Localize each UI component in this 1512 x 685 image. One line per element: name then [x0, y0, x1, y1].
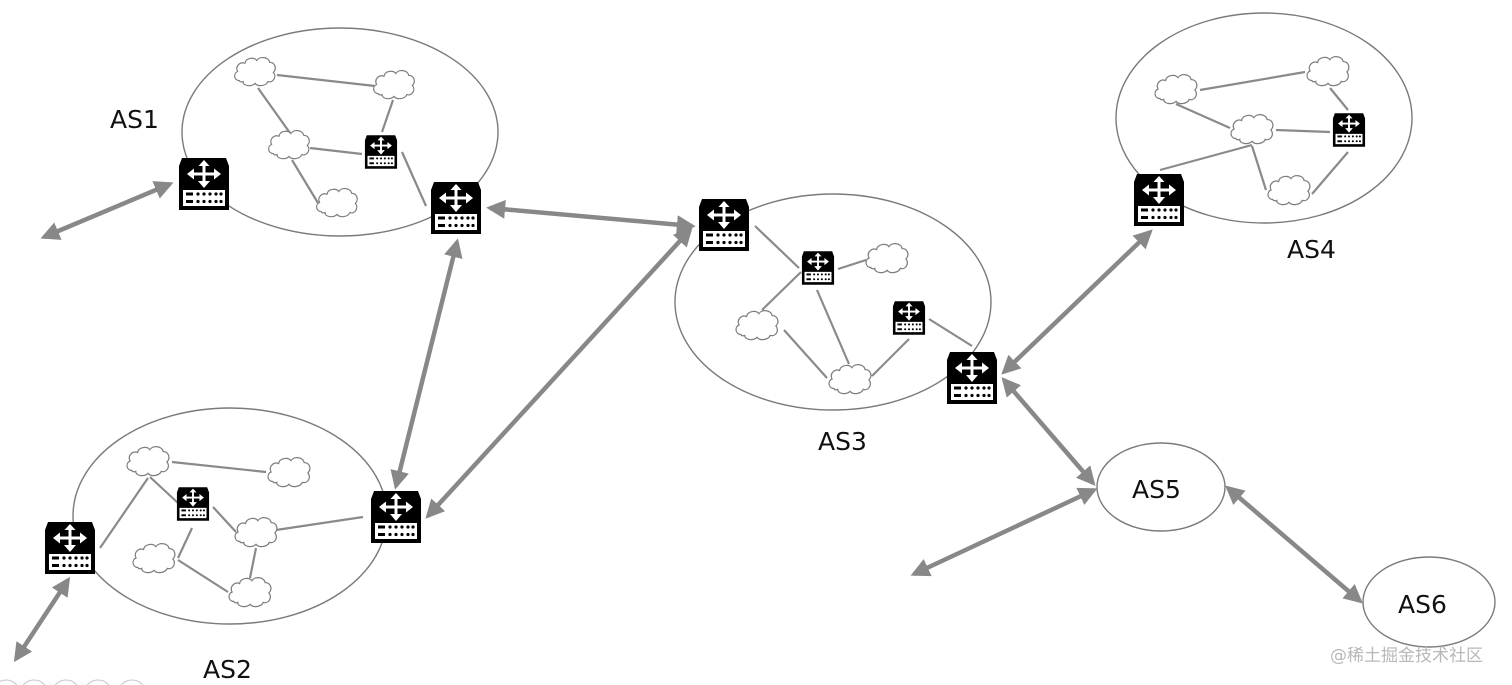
- internal-router-icon[interactable]: [176, 487, 210, 521]
- subnet-cloud-icon: [228, 577, 272, 608]
- watermark: @稀土掘金技术社区: [1330, 646, 1483, 666]
- subnet-cloud-icon: [132, 543, 176, 574]
- subnet-cloud-icon: [735, 310, 779, 341]
- peering-arrow-as2-external: [13, 576, 71, 663]
- peering-arrow-as5-external: [910, 487, 1098, 577]
- as2-boundary: [72, 407, 388, 625]
- subnet-cloud-icon: [828, 364, 872, 395]
- as4-group: AS4: [1115, 12, 1413, 264]
- as3-label: AS3: [818, 427, 867, 456]
- as3-internal-links: [754, 225, 973, 379]
- internal-router-icon[interactable]: [1332, 113, 1366, 147]
- border-router-icon[interactable]: [179, 158, 229, 210]
- subnet-cloud-icon: [316, 187, 358, 218]
- subnet-cloud-icon: [234, 56, 276, 87]
- decorative-dots: [0, 679, 144, 685]
- border-router-icon[interactable]: [947, 352, 997, 404]
- as1-label: AS1: [110, 105, 159, 134]
- as2-internal-links: [99, 460, 364, 593]
- internal-router-icon[interactable]: [364, 135, 398, 169]
- as6-group: AS6: [1362, 556, 1496, 648]
- internal-router-icon[interactable]: [892, 301, 926, 335]
- peering-arrow-as3-as5: [1001, 377, 1096, 486]
- as4-boundary: [1115, 12, 1413, 224]
- subnet-cloud-icon: [267, 457, 311, 488]
- subnet-cloud-icon: [1154, 74, 1198, 105]
- as5-node[interactable]: [1096, 442, 1226, 532]
- as6-node[interactable]: [1362, 556, 1496, 648]
- as1-internal-links: [214, 73, 428, 207]
- border-router-icon[interactable]: [45, 522, 95, 574]
- as6-label: AS6: [1398, 590, 1447, 619]
- border-router-icon[interactable]: [431, 182, 481, 234]
- as2-label: AS2: [203, 655, 252, 684]
- subnet-cloud-icon: [1306, 56, 1350, 87]
- subnet-cloud-icon: [1267, 175, 1311, 206]
- subnet-cloud-icon: [865, 243, 909, 274]
- border-router-icon[interactable]: [371, 491, 421, 543]
- as2-group: AS2: [45, 407, 421, 684]
- peering-arrow-as2-as3: [425, 227, 693, 519]
- internal-router-icon[interactable]: [801, 251, 835, 285]
- peering-arrow-as3-as4: [1001, 229, 1153, 375]
- as5-group: AS5: [1096, 442, 1226, 532]
- subnet-cloud-icon: [373, 69, 415, 100]
- as4-internal-links: [1159, 70, 1349, 195]
- as5-label: AS5: [1132, 475, 1181, 504]
- peering-arrow-as5-as6: [1225, 485, 1363, 604]
- subnet-cloud-icon: [1230, 114, 1274, 145]
- peering-arrow-as1-as3: [486, 199, 696, 235]
- subnet-cloud-icon: [126, 446, 170, 477]
- as3-group: AS3: [674, 193, 997, 456]
- subnet-cloud-icon: [268, 129, 310, 160]
- as1-group: AS1: [110, 27, 499, 237]
- border-router-icon[interactable]: [699, 199, 749, 251]
- as4-label: AS4: [1287, 235, 1336, 264]
- border-router-icon[interactable]: [1134, 174, 1184, 226]
- peering-arrow-as1-as2: [390, 238, 463, 490]
- subnet-cloud-icon: [234, 517, 278, 548]
- peering-arrow-as1-external: [40, 181, 174, 240]
- peering-links: [13, 181, 1363, 663]
- as1-boundary: [181, 27, 499, 237]
